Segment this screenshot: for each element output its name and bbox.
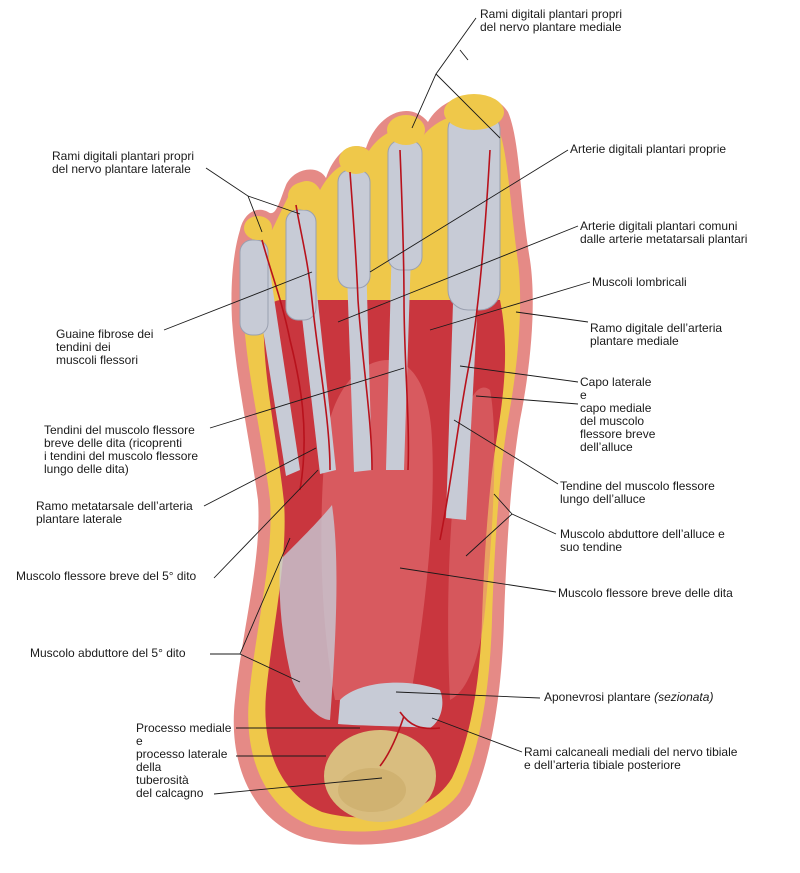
- label-capo: Capo laterale e capo mediale del muscolo…: [580, 375, 656, 454]
- label-processo: Processo mediale e processo laterale del…: [136, 721, 232, 800]
- vessel-heel: [379, 711, 441, 767]
- leader-calcagno: [213, 777, 383, 795]
- sheath-toe-5: [239, 239, 269, 336]
- label-rami-laterale: Rami digitali plantari propri del nervo …: [52, 149, 195, 176]
- toe-tip-3: [339, 146, 373, 174]
- leader-ramo-digitale: [515, 311, 589, 323]
- leader-arterie-comuni: [337, 225, 579, 323]
- label-ramo-metatarsale: Ramo metatarsale dell’arteria plantare l…: [36, 499, 193, 526]
- vessels: [261, 149, 491, 767]
- leader-lines: [163, 17, 591, 795]
- sheath-hallux: [447, 109, 501, 311]
- label-arterie-proprie: Arterie digitali plantari proprie: [570, 142, 727, 156]
- leader-flessore-5: [213, 469, 319, 579]
- plantar-aponeurosis: [338, 682, 443, 728]
- label-tendini-flessore: Tendini del muscolo flessore breve delle…: [44, 423, 199, 476]
- label-arterie-comuni: Arterie digitali plantari comuni dalle a…: [580, 219, 748, 246]
- label-rami-calcaneali: Rami calcaneali mediali del nervo tibial…: [524, 745, 738, 772]
- label-lombricali: Muscoli lombricali: [592, 275, 687, 289]
- vessel-1: [261, 239, 305, 491]
- leader-flessore-dita: [399, 567, 557, 593]
- leader-ramo-metatarsale: [203, 447, 317, 507]
- toe-tip-2: [387, 115, 425, 145]
- label-flessore-dita: Muscolo flessore breve delle dita: [558, 586, 733, 600]
- label-aponevrosi-note: (sezionata): [654, 690, 714, 704]
- label-abduttore-5: Muscolo abduttore del 5° dito: [30, 646, 186, 660]
- leader-abduttore-5: [210, 537, 301, 683]
- toe-tip-4: [288, 182, 320, 210]
- leader-guaine: [163, 271, 313, 331]
- label-rami-mediale: Rami digitali plantari propri del nervo …: [480, 7, 623, 34]
- vessel-4: [399, 149, 410, 471]
- leader-lombricali: [429, 281, 591, 331]
- leader-aponevrosi: [395, 691, 541, 699]
- sheath-toe-4: [285, 209, 317, 321]
- fibrous-sheaths: [239, 109, 501, 336]
- leader-rami-mediale: [411, 17, 501, 139]
- leader-arterie-proprie: [369, 149, 569, 273]
- calcaneus-shade: [338, 768, 406, 812]
- label-aponevrosi-text: Aponevrosi plantare: [544, 690, 651, 704]
- flexor-digitorum-brevis-muscle: [321, 360, 433, 700]
- label-guaine: Guaine fibrose dei tendini dei muscoli f…: [56, 327, 154, 367]
- label-tendine-alluce: Tendine del muscolo flessore lungo dell’…: [560, 479, 715, 506]
- leader-tendini: [209, 367, 405, 429]
- leader-rami-calcaneali: [431, 717, 523, 753]
- leader-capo: [459, 365, 579, 405]
- label-aponevrosi: Aponevrosi plantare (sezionata): [544, 691, 713, 704]
- vessel-5: [439, 149, 491, 541]
- vessel-2: [295, 204, 331, 471]
- leader-abduttore-alluce: [465, 493, 557, 557]
- label-abduttore-alluce: Muscolo abduttore dell’alluce e suo tend…: [560, 527, 725, 554]
- label-ramo-digitale: Ramo digitale dell’arteria plantare medi…: [590, 321, 723, 348]
- abductor-digiti-minimi-aponeurosis: [279, 505, 337, 720]
- vessel-3: [349, 171, 373, 471]
- leader-tendine-alluce: [453, 419, 559, 485]
- label-flessore-5: Muscolo flessore breve del 5° dito: [16, 569, 197, 583]
- leader-rami-laterale: [205, 167, 301, 233]
- toe-tip-5: [244, 216, 272, 240]
